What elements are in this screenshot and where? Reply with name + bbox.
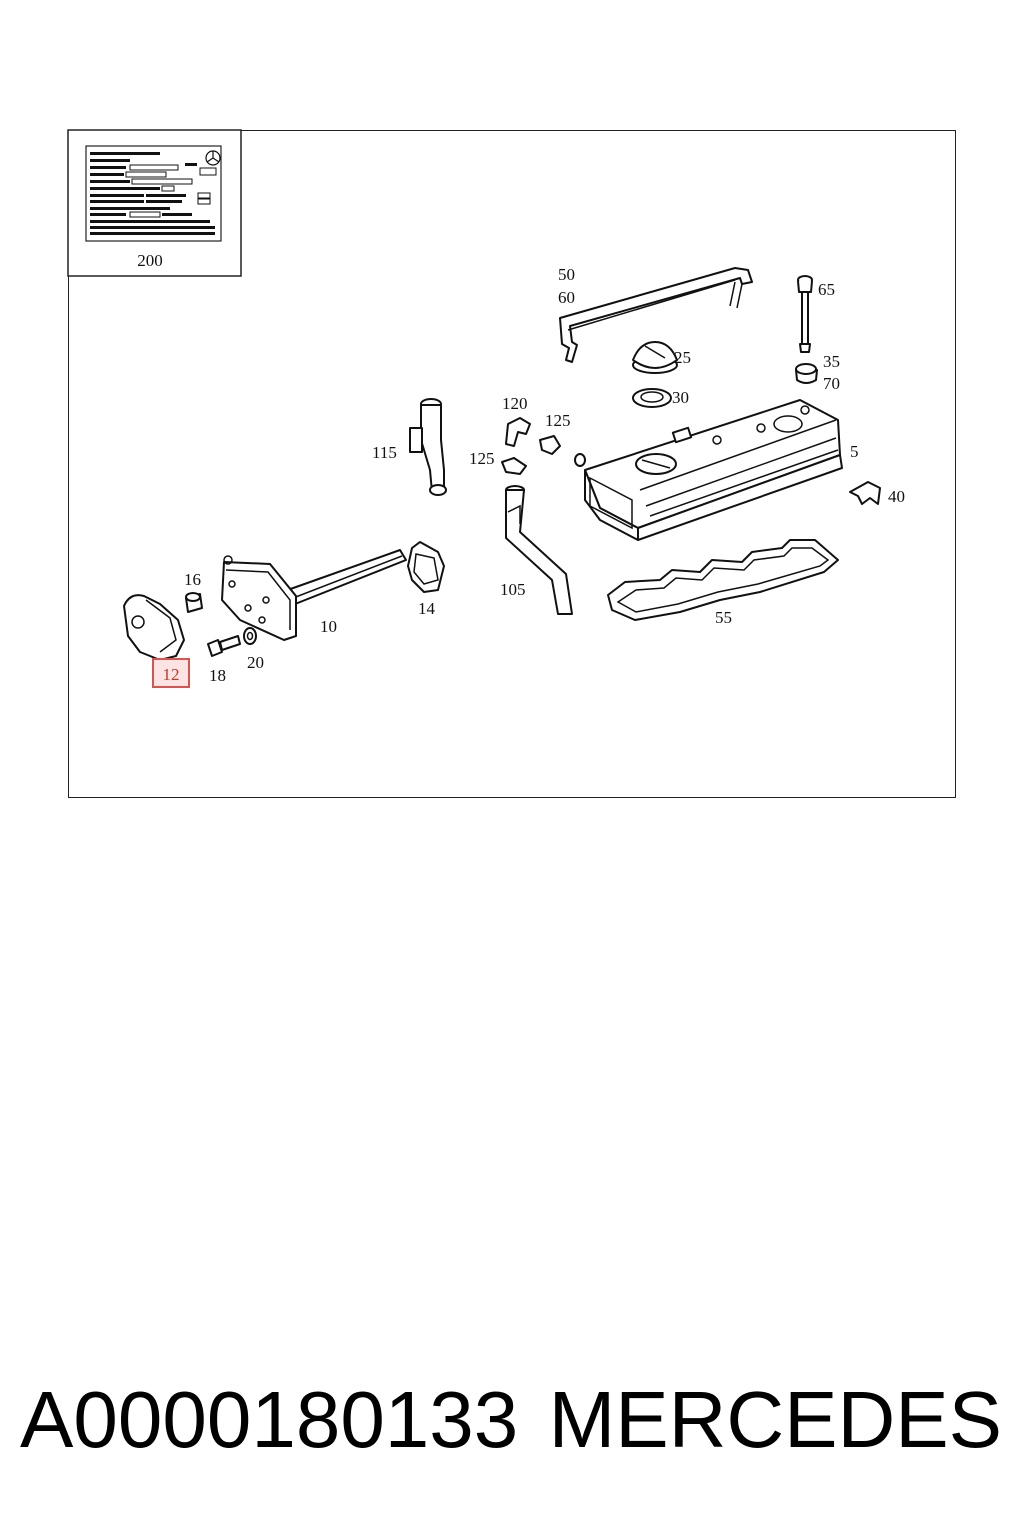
part-105-breather-hose	[505, 485, 573, 615]
callout-55: 55	[715, 608, 732, 627]
emission-label-inset: 200	[67, 129, 242, 277]
callout-14: 14	[418, 599, 436, 618]
part-20-washer	[243, 627, 257, 645]
part-16-plug	[185, 592, 203, 613]
part-120-elbow	[505, 417, 531, 447]
callout-30: 30	[672, 388, 689, 407]
part-30-seal-ring	[632, 388, 672, 408]
part-55-gasket	[607, 539, 839, 621]
callout-60: 60	[558, 288, 575, 307]
parts-diagram-frame	[68, 130, 956, 798]
exploded-parts-diagram: 200 50 60 65 25 30 35 70	[67, 129, 905, 688]
part-65-bolt	[797, 275, 813, 353]
callout-35: 35	[823, 352, 840, 371]
callout-70: 70	[823, 374, 840, 393]
part-10-separator	[221, 549, 407, 641]
callout-50: 50	[558, 265, 575, 284]
callout-16: 16	[184, 570, 201, 589]
part-25-filler-cap	[632, 341, 678, 374]
callout-5: 5	[850, 442, 859, 461]
part-125-clamp-b	[501, 457, 527, 475]
part-18-screw	[207, 635, 241, 657]
callout-65: 65	[818, 280, 835, 299]
part-5-valve-cover	[574, 399, 843, 541]
callout-120: 120	[502, 394, 528, 413]
part-35-grommet	[795, 363, 818, 384]
callout-10: 10	[320, 617, 337, 636]
callout-115: 115	[372, 443, 397, 462]
callout-200: 200	[137, 251, 163, 270]
callout-125-a: 125	[545, 411, 571, 430]
part-50-bracket-rail	[559, 267, 753, 363]
part-14-gasket	[407, 541, 445, 593]
callout-20: 20	[247, 653, 264, 672]
footer-bar: A0000180133 MERCEDES	[0, 1370, 1024, 1470]
part-number: A0000180133	[20, 1375, 519, 1464]
part-12-cover	[123, 594, 185, 661]
callout-12-highlight[interactable]: 12	[152, 658, 190, 688]
callout-125-b: 125	[469, 449, 495, 468]
label-plate-lines	[90, 152, 217, 235]
star-logo-icon	[205, 150, 221, 166]
callout-18: 18	[209, 666, 226, 685]
part-125-clamp-a	[539, 435, 561, 455]
callout-25: 25	[674, 348, 691, 367]
callout-105: 105	[500, 580, 526, 599]
part-115-breather-pipe	[409, 398, 447, 496]
callout-12: 12	[163, 665, 180, 684]
part-40-clip	[849, 481, 881, 505]
brand-name: MERCEDES	[548, 1375, 1002, 1464]
callout-40: 40	[888, 487, 905, 506]
